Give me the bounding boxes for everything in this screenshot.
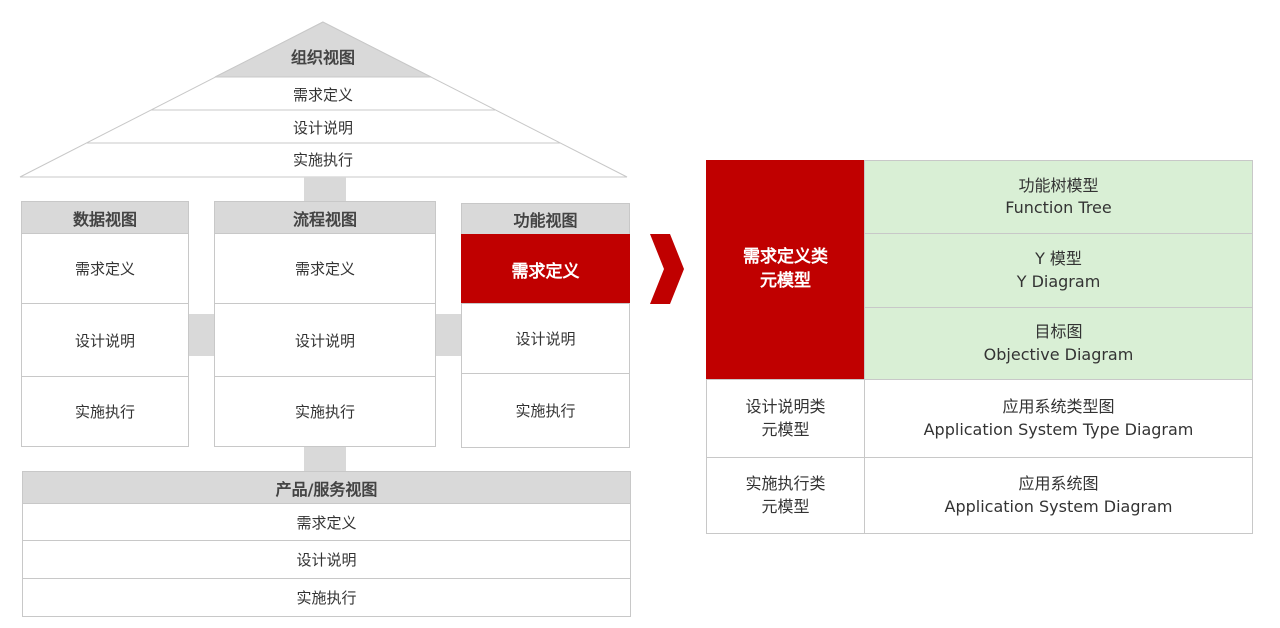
data-view-title: 数据视图 [21, 201, 189, 234]
meta-model-y-diagram-en: Y Diagram [1016, 271, 1101, 291]
product-view-row-design: 设计说明 [22, 540, 631, 579]
meta-group-requirement-label: 需求定义类 元模型 [706, 160, 865, 380]
meta-model-function-tree: 功能树模型 Function Tree [864, 160, 1253, 234]
org-view-row-design: 设计说明 [292, 118, 353, 137]
product-view-row-requirement: 需求定义 [22, 503, 631, 541]
process-view-title: 流程视图 [214, 201, 436, 234]
meta-group-design-line2: 元模型 [761, 419, 810, 439]
meta-model-application-system-diagram: 应用系统图 Application System Diagram [864, 457, 1253, 534]
meta-model-function-tree-cn: 功能树模型 [1018, 175, 1099, 195]
meta-group-design-label: 设计说明类 元模型 [706, 379, 865, 458]
meta-group-implementation-line2: 元模型 [761, 496, 810, 516]
data-view-row-design: 设计说明 [21, 303, 189, 377]
data-view-row-implementation: 实施执行 [21, 376, 189, 447]
meta-group-requirement-line1: 需求定义类 [743, 247, 828, 268]
process-view-row-requirement: 需求定义 [214, 233, 436, 304]
org-view-title: 组织视图 [290, 48, 355, 67]
data-view-row-requirement: 需求定义 [21, 233, 189, 304]
meta-model-objective-diagram-en: Objective Diagram [983, 344, 1134, 364]
connector-process-function [435, 314, 462, 356]
function-view-row-requirement: 需求定义 [461, 234, 630, 304]
meta-group-implementation-label: 实施执行类 元模型 [706, 457, 865, 534]
product-view-row-implementation: 实施执行 [22, 578, 631, 617]
connector-data-process [188, 314, 215, 356]
org-view-row-requirement: 需求定义 [292, 85, 353, 104]
meta-group-implementation-line1: 实施执行类 [745, 474, 826, 494]
meta-model-y-diagram: Y 模型 Y Diagram [864, 233, 1253, 308]
meta-model-application-system-type-diagram: 应用系统类型图 Application System Type Diagram [864, 379, 1253, 458]
meta-group-requirement-line2: 元模型 [760, 271, 811, 291]
meta-model-y-diagram-cn: Y 模型 [1035, 249, 1082, 269]
meta-model-function-tree-en: Function Tree [1005, 198, 1112, 217]
meta-model-app-system-en: Application System Diagram [944, 496, 1173, 516]
meta-model-objective-diagram-cn: 目标图 [1034, 322, 1083, 342]
product-view-title: 产品/服务视图 [22, 471, 631, 504]
function-view-title: 功能视图 [461, 203, 630, 235]
process-view-row-design: 设计说明 [214, 303, 436, 377]
function-view-row-implementation: 实施执行 [461, 373, 630, 448]
org-view-roof [19, 21, 628, 178]
connector-roof-process [304, 177, 346, 201]
connector-process-product [304, 446, 346, 472]
meta-model-objective-diagram: 目标图 Objective Diagram [864, 307, 1253, 380]
function-view-row-design: 设计说明 [461, 303, 630, 374]
meta-group-design-line1: 设计说明类 [745, 397, 826, 417]
meta-model-app-type-en: Application System Type Diagram [923, 419, 1194, 439]
process-view-row-implementation: 实施执行 [214, 376, 436, 447]
meta-model-app-type-cn: 应用系统类型图 [1002, 397, 1115, 417]
org-view-row-implementation: 实施执行 [292, 150, 353, 169]
meta-model-app-system-cn: 应用系统图 [1018, 474, 1099, 494]
chevron-right-arrow-icon [650, 234, 684, 304]
